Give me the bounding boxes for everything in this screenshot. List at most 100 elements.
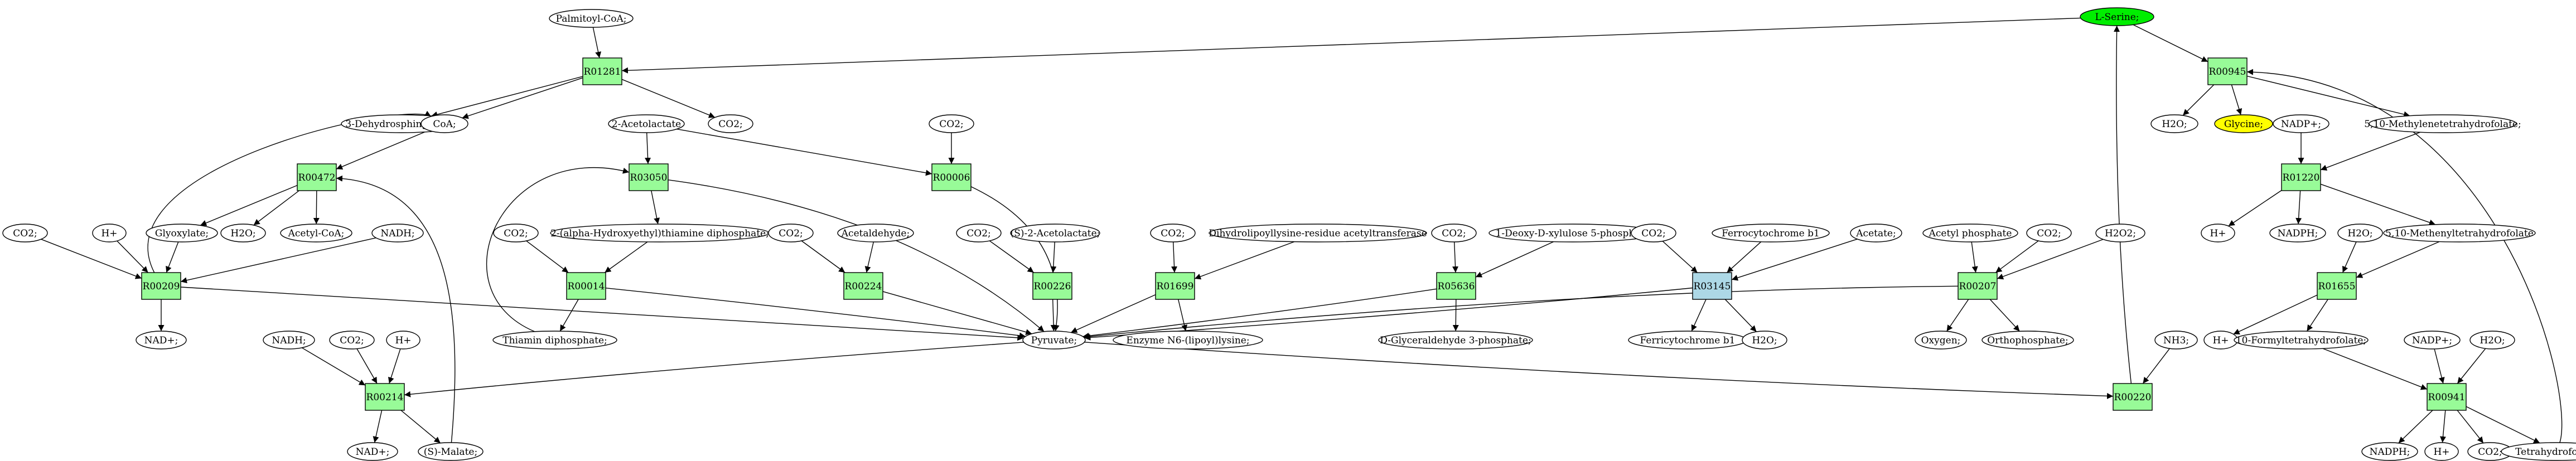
reaction-r00224: R00224 — [843, 272, 883, 300]
reaction-box — [2427, 383, 2467, 411]
edge-r01699-to-pyruvate — [1070, 294, 1156, 333]
reaction-r01220: R01220 — [2281, 163, 2321, 191]
compound-label: NADH; — [272, 335, 306, 346]
compound-ellipse — [2273, 114, 2329, 133]
edge-co2-r03145-to-r03145 — [1662, 241, 1698, 273]
edge-l-serine-to-r00945 — [2133, 24, 2208, 62]
edge-co2-r05636-to-r05636 — [1452, 241, 1459, 273]
edge-r00006-to-pyruvate — [970, 186, 1060, 332]
reaction-box — [1958, 272, 1998, 300]
reaction-label: R00006 — [933, 172, 970, 183]
compound-ferricytochrome: Ferricytochrome b1 — [1628, 331, 1747, 350]
compound-label: Dihydrolipoyllysine-residue acetyltransf… — [1209, 228, 1427, 239]
compound-ellipse — [708, 114, 753, 133]
edge-acetate-to-r03145 — [1731, 239, 1858, 281]
edge-acetolactate-2-to-r03050 — [645, 132, 651, 164]
reaction-label: R00214 — [366, 392, 404, 403]
compound-co2-r00226: CO2; — [956, 224, 1002, 242]
compound-ellipse — [2, 224, 48, 242]
compound-ellipse — [956, 224, 1002, 242]
edge-r00214-to-nad-r00214 — [373, 410, 383, 443]
compound-label: Oxygen; — [1921, 335, 1961, 346]
edge-r01220-to-hplus-r01220 — [2228, 190, 2282, 227]
compound-l-serine: L-Serine; — [2080, 7, 2154, 26]
reaction-box — [297, 163, 337, 191]
compound-tetrahydrofolate: Tetrahydrofolate; — [2501, 442, 2576, 461]
edge-ferrocytochrome-to-r03145 — [1727, 241, 1762, 273]
compound-hydroxyethyl-tpp: 2-(alpha-Hydroxyethyl)thiamine diphospha… — [550, 224, 770, 242]
compound-label: NH3; — [2163, 335, 2189, 346]
edge-r00014-to-pyruvate — [605, 288, 1026, 339]
edge-acetyl-phosphate-to-r00207 — [1971, 241, 1978, 273]
edge-r01699-to-enzyme-lipoyllysine — [1178, 299, 1188, 332]
reaction-box — [2207, 57, 2248, 85]
compound-co2-r00014: CO2; — [493, 224, 539, 242]
compound-label: D-Glyceraldehyde 3-phosphate; — [1380, 335, 1531, 346]
compound-ellipse — [1742, 331, 1787, 350]
compound-nadh-r00214: NADH; — [263, 331, 315, 350]
compound-label: CoA; — [433, 119, 456, 130]
edge-acetolactate-2-to-r00006 — [676, 128, 932, 176]
compound-label: H2O; — [2480, 335, 2505, 346]
reaction-r00214: R00214 — [365, 383, 405, 411]
compound-pyruvate: Pyruvate; — [1022, 331, 1086, 350]
compound-ellipse — [2234, 331, 2369, 350]
compound-label: H+ — [2212, 335, 2229, 346]
edge-co2-r00224-to-r00224 — [801, 240, 845, 273]
edge-r00941-to-tetrahydrofolate — [2466, 406, 2540, 444]
compound-h2o2: H2O2; — [2095, 224, 2145, 242]
compound-thiamin-diphosphate: Thiamin diphosphate; — [492, 331, 617, 350]
compound-co2-r05636: CO2; — [1431, 224, 1477, 242]
edge-r00207-to-pyruvate — [1083, 285, 1959, 340]
compound-label: Glycine; — [2224, 119, 2263, 130]
compound-formylthf: 10-Formyltetrahydrofolate; — [2234, 331, 2369, 350]
edge-r00472-to-h2o-r00472 — [253, 190, 299, 226]
edge-r01281-to-dehydrosphinganine — [431, 76, 583, 118]
compound-ellipse — [136, 331, 187, 350]
compound-label: H2O; — [2162, 119, 2187, 130]
reaction-r00220: R00220 — [2113, 383, 2153, 411]
compound-nadh-r00209: NADH; — [371, 224, 424, 242]
reaction-label: R00941 — [2428, 392, 2466, 403]
compound-label: H+ — [2210, 228, 2226, 239]
compound-enzyme-lipoyllysine: Enzyme N6-(lipoyl)lysine; — [1113, 331, 1263, 350]
compound-acetyl-coa: Acetyl-CoA; — [280, 224, 352, 242]
compound-ellipse — [2404, 331, 2461, 350]
reaction-r03050: R03050 — [629, 163, 669, 191]
compound-label: CO2; — [779, 228, 803, 239]
compound-glyceraldehyde: D-Glyceraldehyde 3-phosphate; — [1378, 331, 1533, 350]
reaction-r03145: R03145 — [1692, 272, 1732, 300]
compound-label: CO2; — [340, 335, 364, 346]
edge-r00207-to-orthophosphate — [1989, 299, 2020, 332]
compound-ellipse — [1010, 224, 1100, 242]
compound-label: 1-Deoxy-D-xylulose 5-phosphate — [1496, 228, 1650, 239]
compound-ellipse — [1209, 224, 1427, 242]
edge-hydroxyethyl-tpp-to-r00014 — [604, 241, 648, 273]
reaction-label: R01655 — [2318, 281, 2356, 292]
edge-h2o-r01655-to-r01655 — [2342, 241, 2357, 273]
edge-r00945-to-glycine — [2231, 84, 2242, 115]
compound-hplus-r01655: H+ — [2203, 331, 2238, 350]
compound-ellipse — [347, 442, 398, 461]
edge-s-malate-to-r00472 — [336, 175, 456, 443]
edge-r03145-to-pyruvate — [1084, 287, 1693, 341]
edge-r01220-to-nadph-r01220 — [2295, 190, 2302, 225]
compound-co2-r01699: CO2; — [1150, 224, 1196, 242]
compound-nad-r00209: NAD+; — [136, 331, 187, 350]
compound-h2o-r00941: H2O; — [2469, 331, 2515, 350]
compound-h2o-r00945: H2O; — [2150, 114, 2198, 133]
compound-label: CO2; — [939, 119, 964, 130]
compound-label: 2-Acetolactate — [612, 119, 681, 130]
edge-r01281-to-coa — [462, 77, 583, 119]
compound-co2-r00207: CO2; — [2026, 224, 2072, 242]
compound-h2o-r00472: H2O; — [220, 224, 266, 242]
compound-ellipse — [418, 442, 484, 461]
reaction-r01281: R01281 — [582, 57, 622, 85]
edge-r03050-to-hydroxyethyl-tpp — [651, 190, 660, 225]
compound-ellipse — [549, 9, 634, 28]
compound-ellipse — [371, 224, 424, 242]
compound-h2o-r03145: H2O; — [1742, 331, 1787, 350]
reaction-label: R01281 — [584, 66, 621, 77]
reaction-box — [843, 272, 883, 300]
